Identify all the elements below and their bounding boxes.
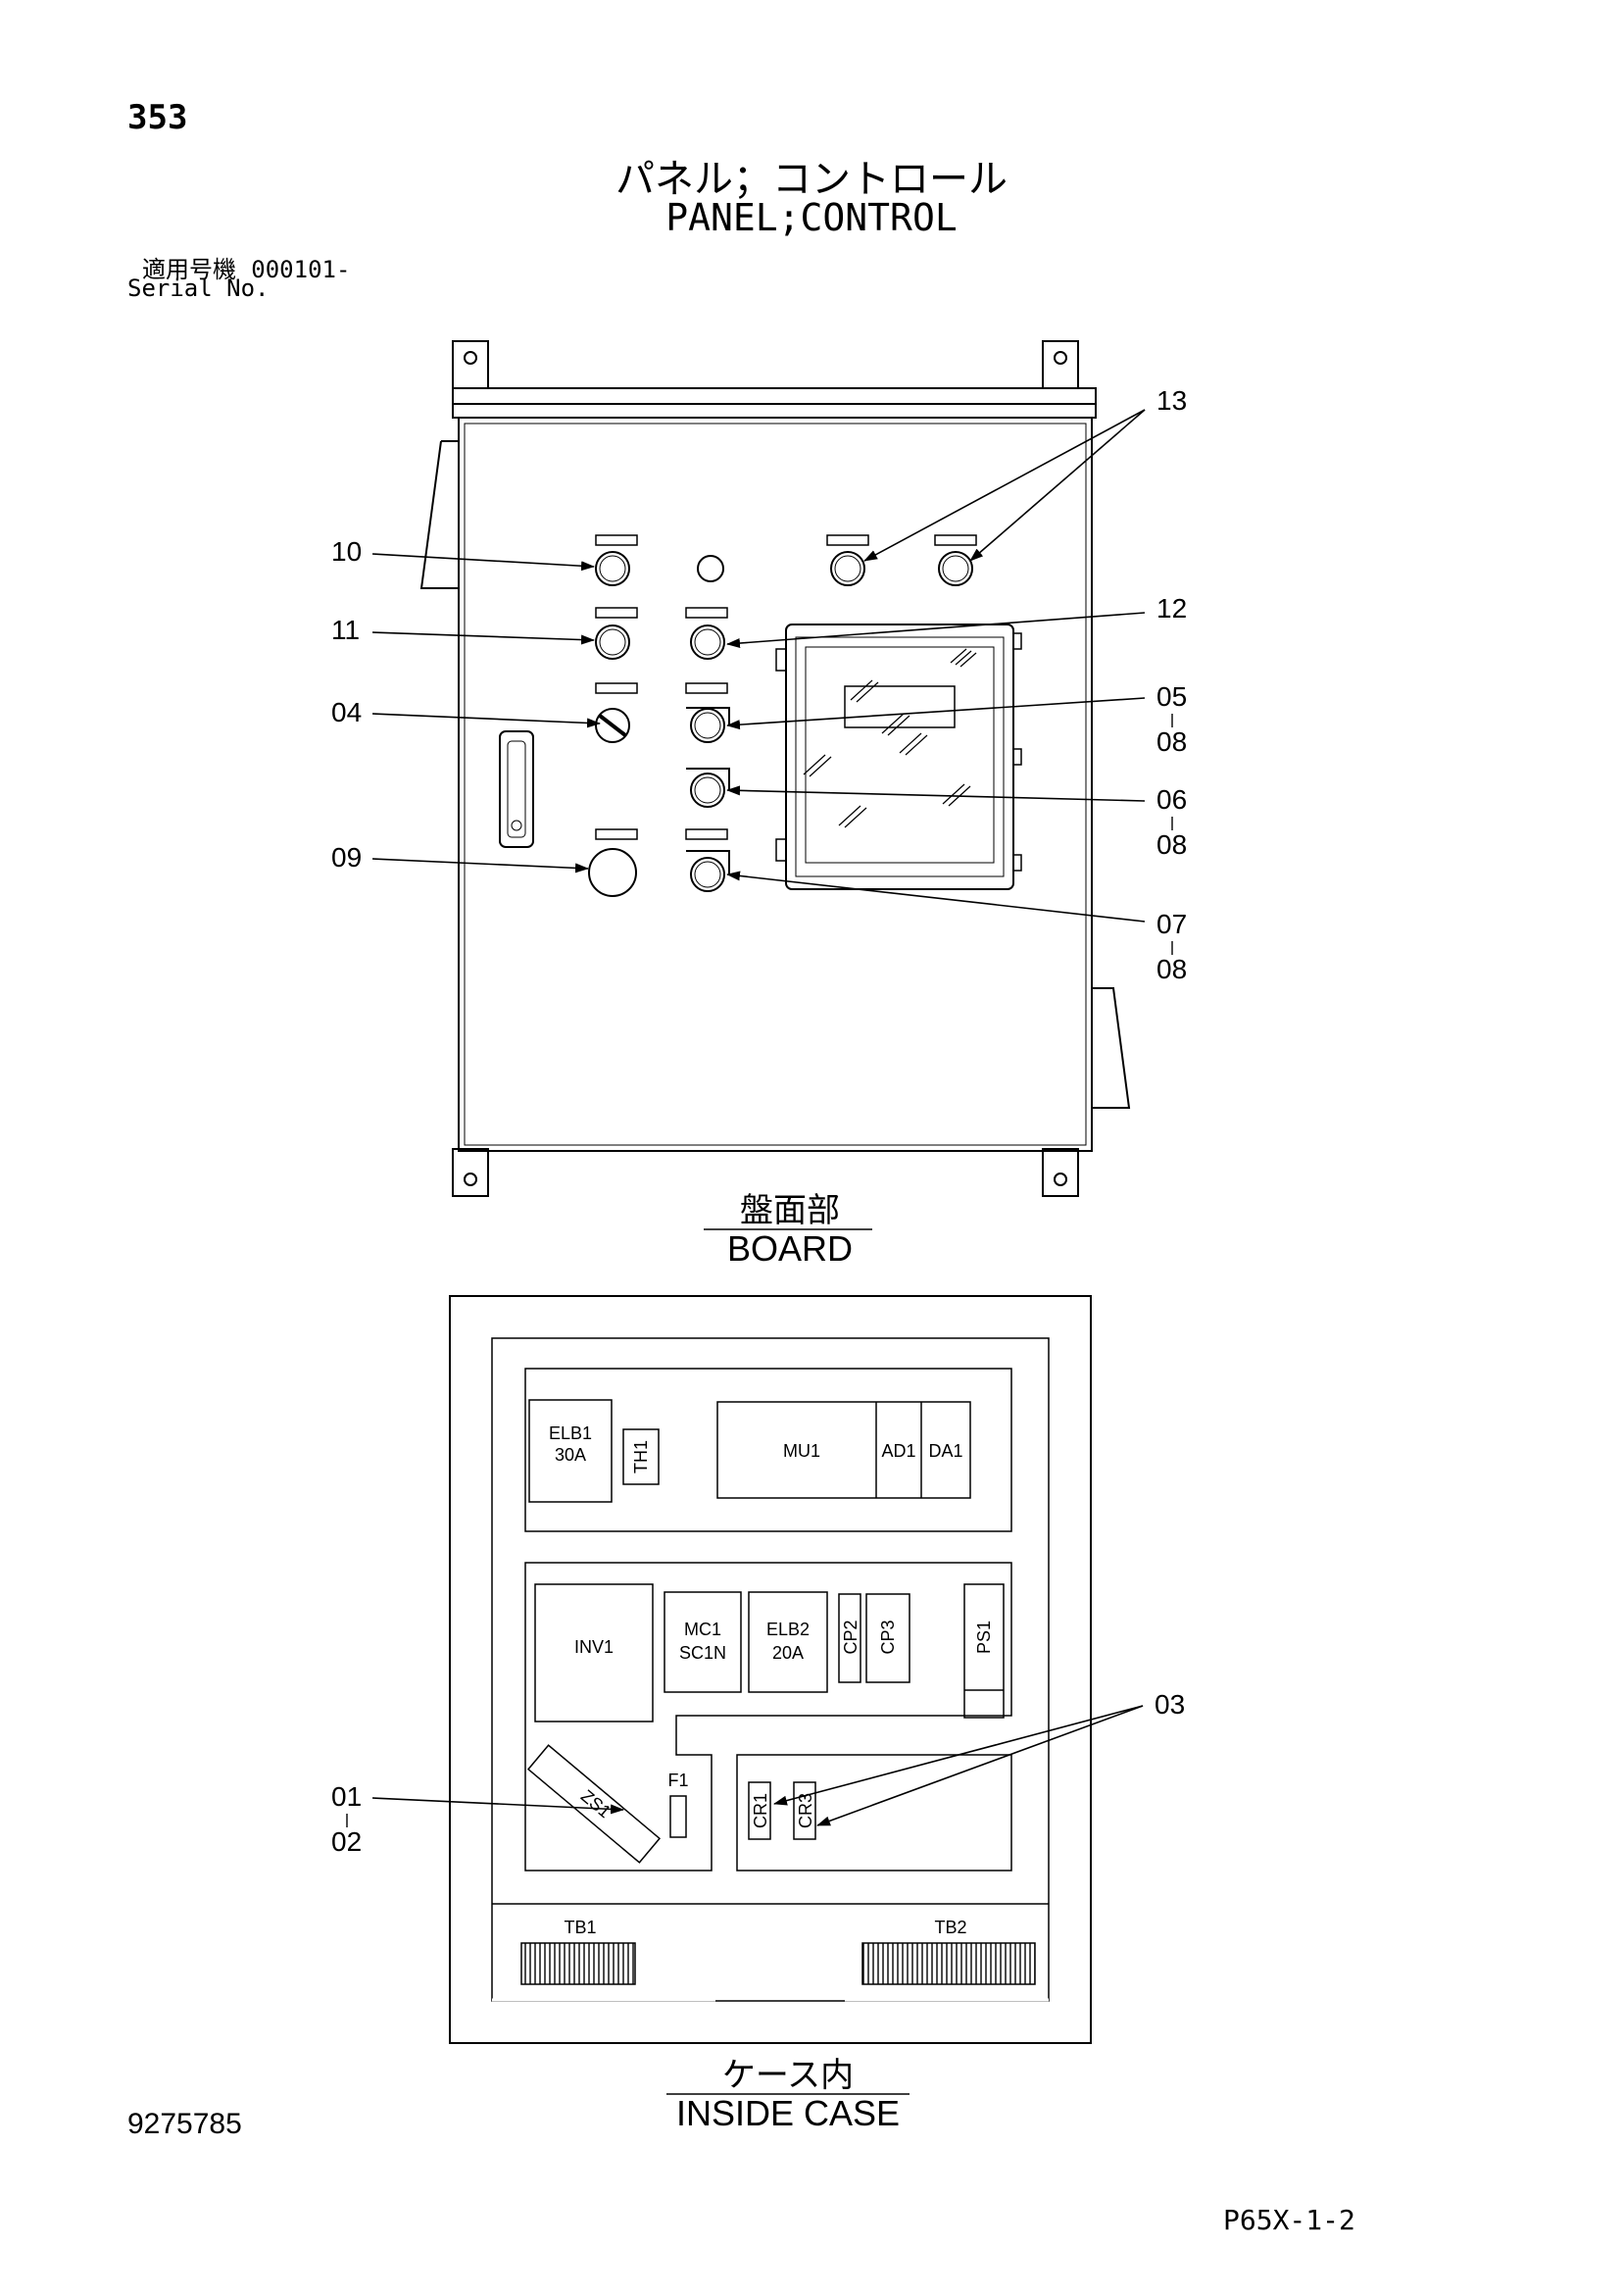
title-japanese: パネル；コントロール <box>615 157 1008 202</box>
label-cp2: CP2 <box>841 1620 861 1654</box>
callout-02: 02 <box>331 1826 362 1857</box>
label-elb2-rating: 20A <box>772 1643 804 1663</box>
inside-case-caption-en: INSIDE CASE <box>676 2093 900 2133</box>
board-caption-jp: 盤面部 <box>740 1192 840 1229</box>
inside-case-callouts: 03 01 02 <box>331 1689 1185 1857</box>
label-cr1: CR1 <box>751 1793 770 1828</box>
label-mc1: MC1 <box>684 1620 721 1639</box>
label-cr3: CR3 <box>796 1793 815 1828</box>
callout-10: 10 <box>331 536 362 567</box>
serial-value: 000101- <box>251 256 351 283</box>
label-elb1-rating: 30A <box>555 1445 586 1465</box>
mount-tab-bottom-right <box>1042 1148 1079 1197</box>
callout-08-b: 08 <box>1156 829 1187 860</box>
title-english: PANEL;CONTROL <box>665 196 958 239</box>
board-panel <box>419 340 1131 1197</box>
label-ps1: PS1 <box>974 1621 994 1654</box>
label-da1: DA1 <box>928 1441 962 1461</box>
label-mc1-model: SC1N <box>679 1643 726 1663</box>
serial-label-en: Serial No. <box>127 275 270 302</box>
label-f1: F1 <box>667 1771 688 1790</box>
label-elb2: ELB2 <box>766 1620 810 1639</box>
page-number: 353 <box>127 98 188 137</box>
callout-04: 04 <box>331 697 362 727</box>
callout-07: 07 <box>1156 909 1187 939</box>
callout-05: 05 <box>1156 681 1187 712</box>
mount-tab-top-right <box>1042 340 1079 389</box>
callout-12: 12 <box>1156 593 1187 624</box>
mount-tab-top-left <box>452 340 489 389</box>
nameplate-row1 <box>595 534 977 546</box>
inside-case-leader-lines <box>371 1705 1144 1826</box>
board-leader-lines <box>371 409 1146 923</box>
callout-11: 11 <box>331 615 360 645</box>
label-ad1: AD1 <box>881 1441 915 1461</box>
callout-13: 13 <box>1156 385 1187 416</box>
label-tb1: TB1 <box>564 1918 596 1937</box>
label-inv1: INV1 <box>574 1637 614 1657</box>
callout-08-c: 08 <box>1156 954 1187 984</box>
page-code: P65X-1-2 <box>1223 2204 1355 2236</box>
callout-06: 06 <box>1156 784 1187 815</box>
board-caption-en: BOARD <box>727 1228 853 1269</box>
board-callouts: 13 10 12 11 04 05 08 06 08 09 07 08 <box>331 385 1187 984</box>
label-zs1: ZS1 <box>577 1786 615 1822</box>
label-tb2: TB2 <box>934 1918 966 1937</box>
mount-tab-bottom-left <box>452 1148 489 1197</box>
label-cp3: CP3 <box>878 1620 898 1654</box>
callout-08-a: 08 <box>1156 726 1187 757</box>
label-elb1: ELB1 <box>549 1423 592 1443</box>
callout-03: 03 <box>1155 1689 1185 1720</box>
inside-case-caption-jp: ケース内 <box>722 2057 854 2094</box>
component-labels: ELB1 30A TH1 MU1 AD1 DA1 INV1 MC1 SC1N E… <box>549 1423 994 1937</box>
callout-01: 01 <box>331 1781 362 1812</box>
label-th1: TH1 <box>631 1440 651 1473</box>
document-number: 9275785 <box>127 2108 242 2140</box>
callout-09: 09 <box>331 842 362 873</box>
serial-applicability: 適用号機 000101- <box>142 250 350 284</box>
serial-label-jp: 適用号機 <box>142 256 236 283</box>
label-mu1: MU1 <box>783 1441 820 1461</box>
inside-case <box>449 1295 1092 2044</box>
